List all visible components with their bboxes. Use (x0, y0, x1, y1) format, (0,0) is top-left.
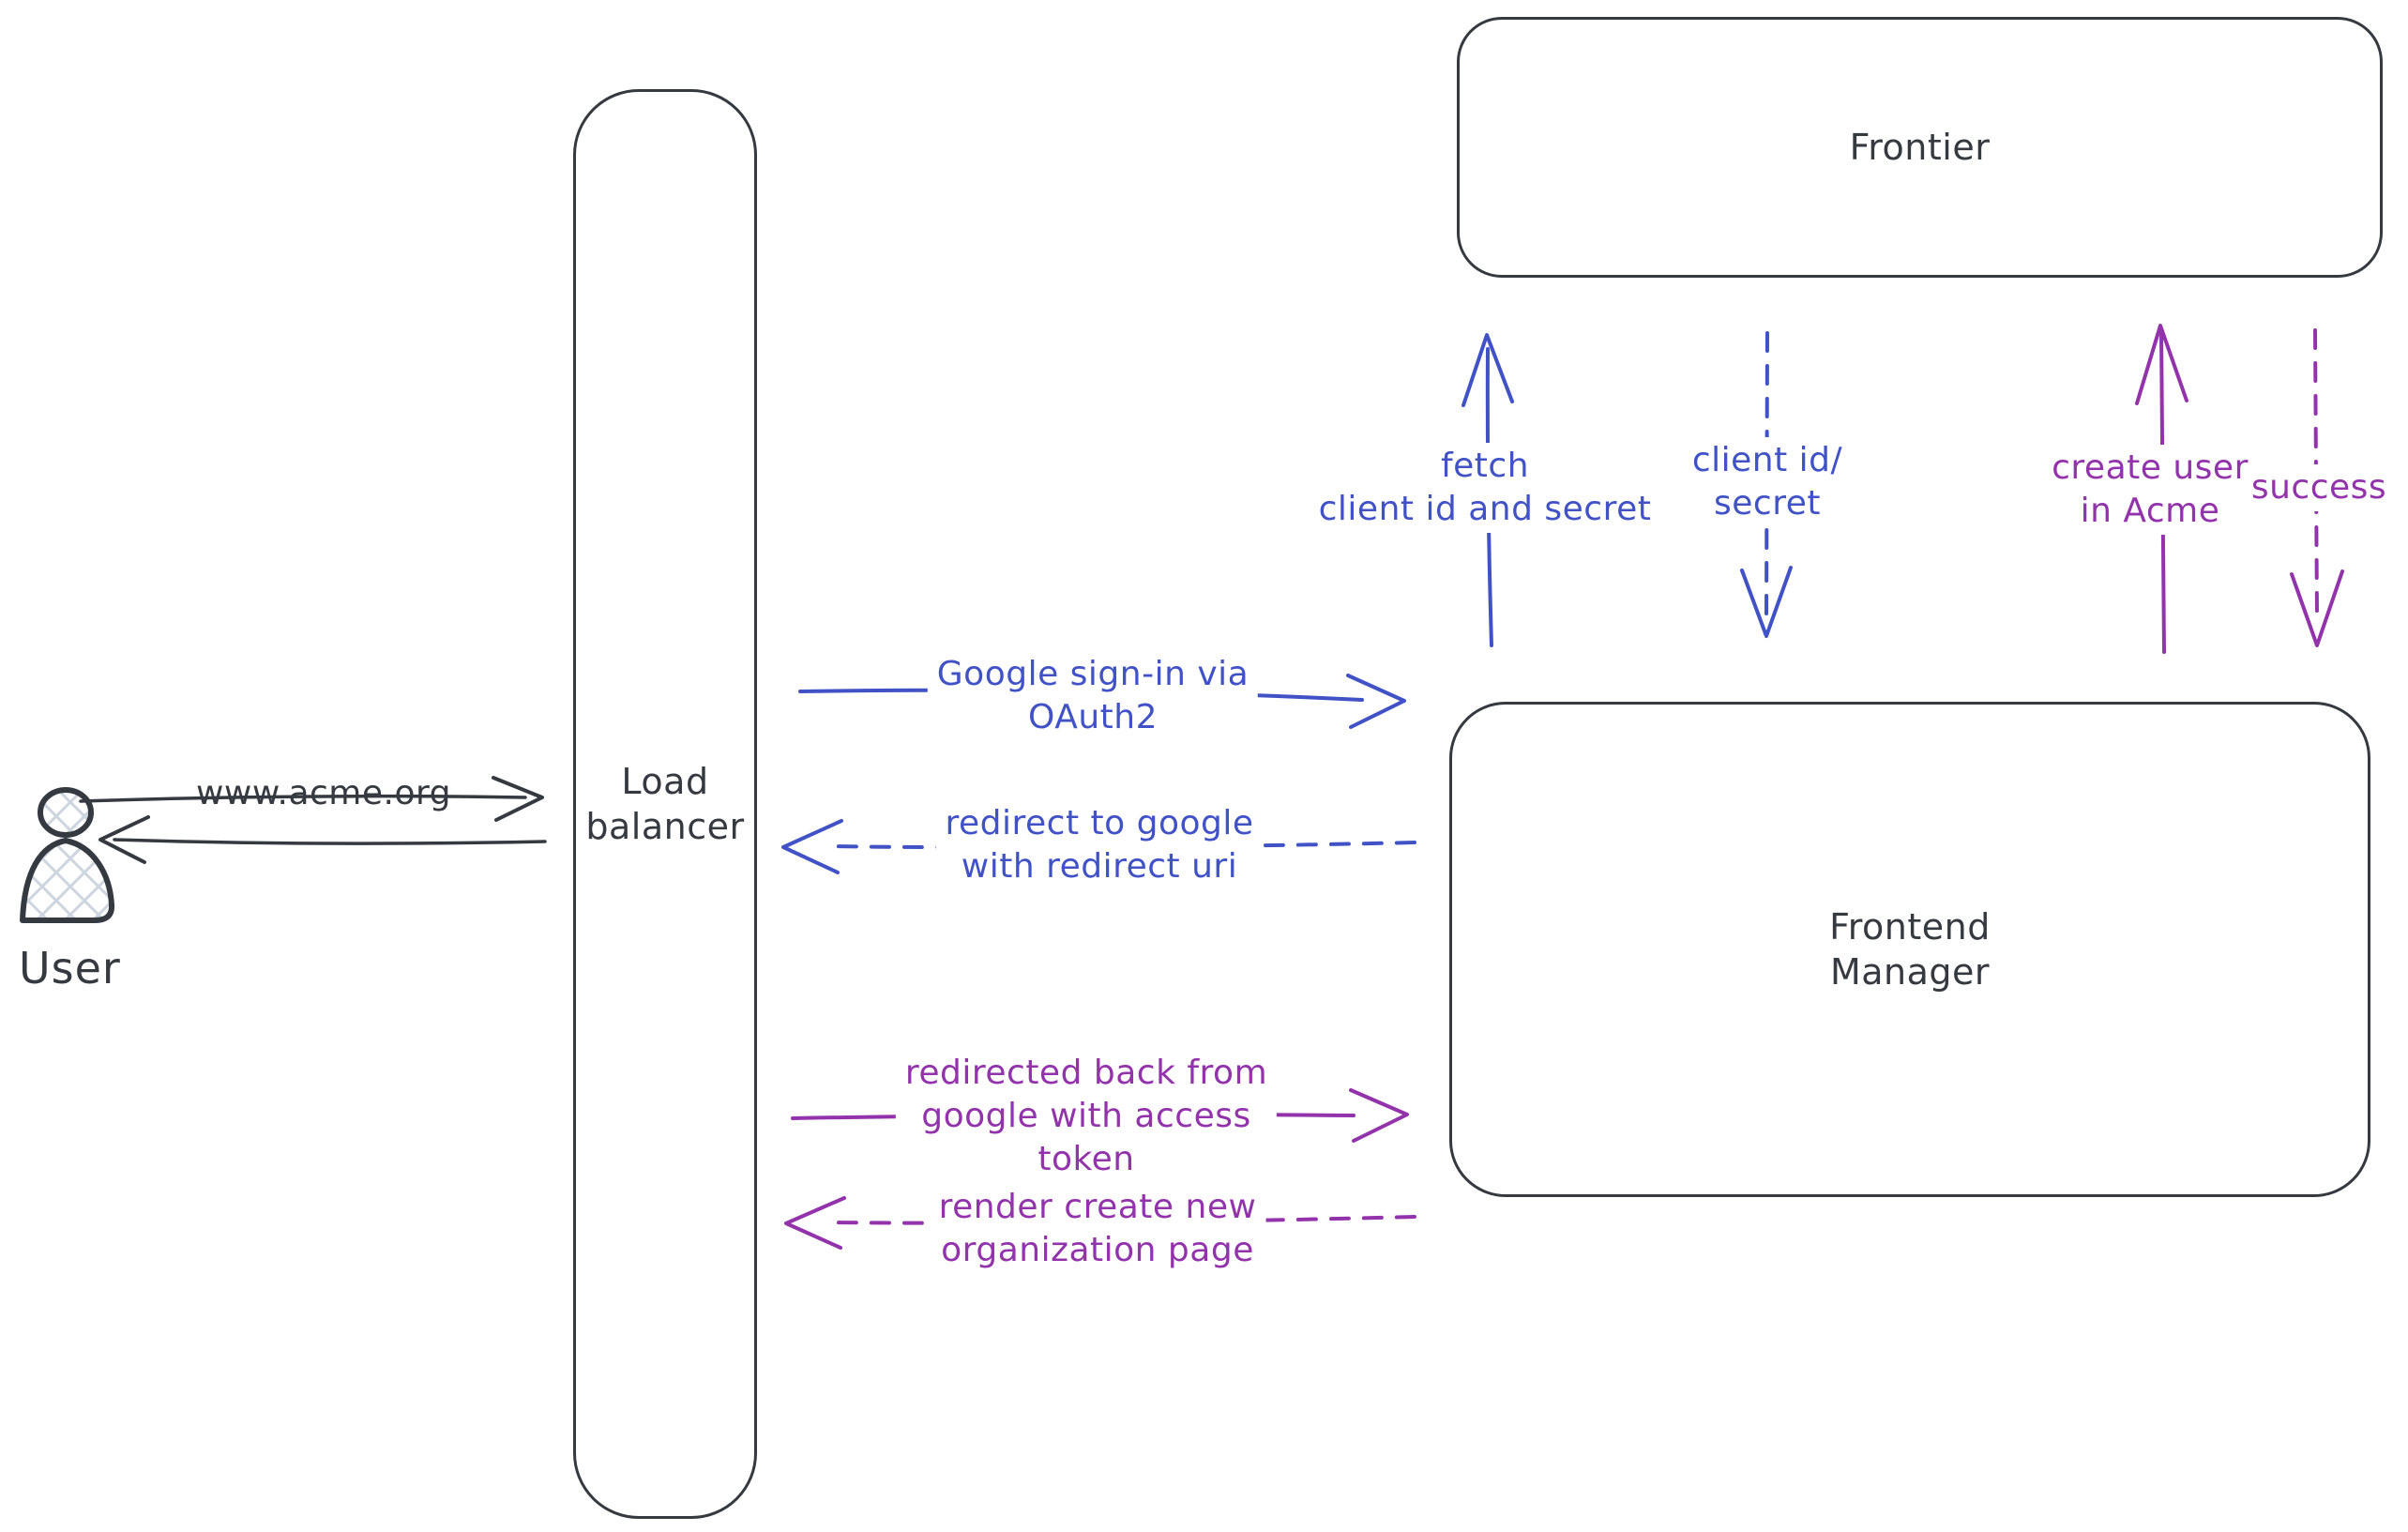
frontend-manager-label-line1: Frontend (1829, 906, 1991, 948)
load-balancer-label-line2: balancer (585, 806, 745, 847)
user-icon (20, 787, 115, 923)
edge-label-redirect-google: redirect to google with redirect uri (935, 800, 1264, 890)
edge-label-render-org-page: render create new organization page (929, 1184, 1266, 1274)
node-load-balancer: Load balancer (573, 89, 757, 1519)
edge-user-request (79, 776, 544, 822)
load-balancer-label-line1: Load (621, 761, 709, 802)
node-frontier: Frontier (1457, 17, 2383, 278)
edge-label-fetch-client: fetch client id and secret (1309, 443, 1661, 533)
node-frontend-manager: Frontend Manager (1449, 702, 2370, 1197)
frontier-label: Frontier (1849, 127, 1991, 168)
edge-label-redirected-back: redirected back from google with access … (895, 1050, 1278, 1183)
frontend-manager-label-line2: Manager (1829, 951, 1991, 993)
edge-lb-response (98, 815, 547, 864)
edge-label-success: success (2241, 464, 2397, 511)
edge-label-google-signin: Google sign-in via OAuth2 (927, 651, 1259, 741)
edge-label-create-user: create user in Acme (2042, 445, 2258, 535)
user-label: User (19, 943, 121, 994)
edge-label-user-request: www.acme.org (195, 774, 452, 812)
edge-label-client-id-secret: client id/ secret (1682, 437, 1853, 527)
